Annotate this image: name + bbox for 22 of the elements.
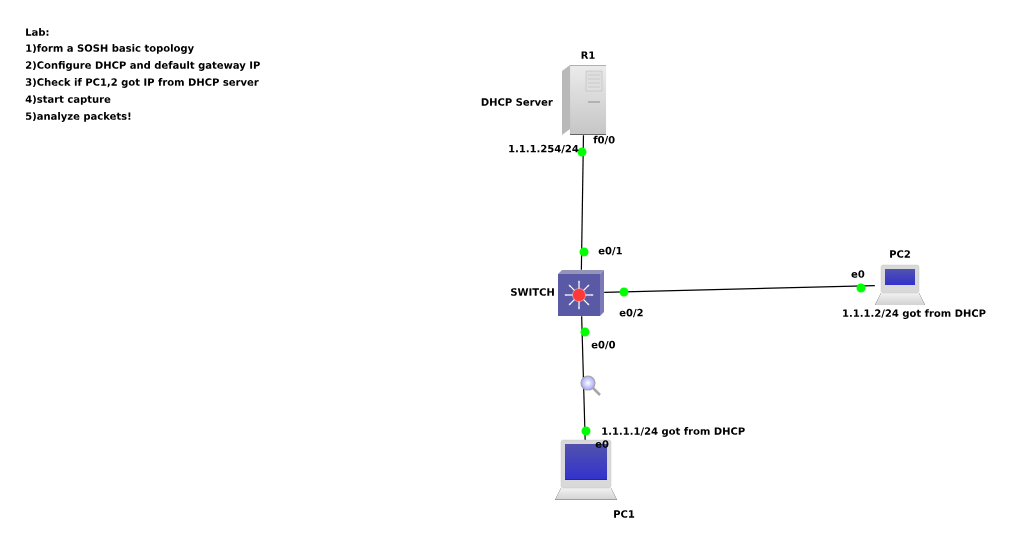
interface-label: e0/0 [591, 340, 616, 350]
device-name: R1 [581, 51, 595, 59]
device-name: PC1 [614, 510, 635, 518]
interface-label: 1.1.1.2/24 got from DHCP [843, 309, 986, 319]
interface-label: 1.1.1.1/24 got from DHCP [602, 427, 745, 437]
interface-label: e0 [851, 270, 865, 278]
instruction-text: 5)analyze packets! [25, 112, 131, 122]
instruction-text: 2)Configure DHCP and default gateway IP [26, 61, 260, 71]
device-name: SWITCH [511, 288, 554, 296]
interface-label: 1.1.1.254/24 [509, 144, 579, 154]
link-line [581, 315, 586, 441]
link-line [580, 134, 585, 271]
instruction-text: 4)start capture [25, 95, 111, 105]
instruction-text: Lab: [26, 28, 49, 36]
device-name: DHCP Server [481, 98, 553, 106]
interface-label: e0/1 [598, 246, 622, 256]
instruction-text: 3)Check if PC1,2 got IP from DHCP server [25, 78, 259, 88]
link-line [603, 285, 876, 294]
device-name: PC2 [890, 250, 910, 258]
instruction-text: 1)form a SOSH basic topology [26, 44, 194, 54]
interface-label: e0/2 [619, 308, 643, 318]
interface-label: f0/0 [593, 135, 615, 145]
